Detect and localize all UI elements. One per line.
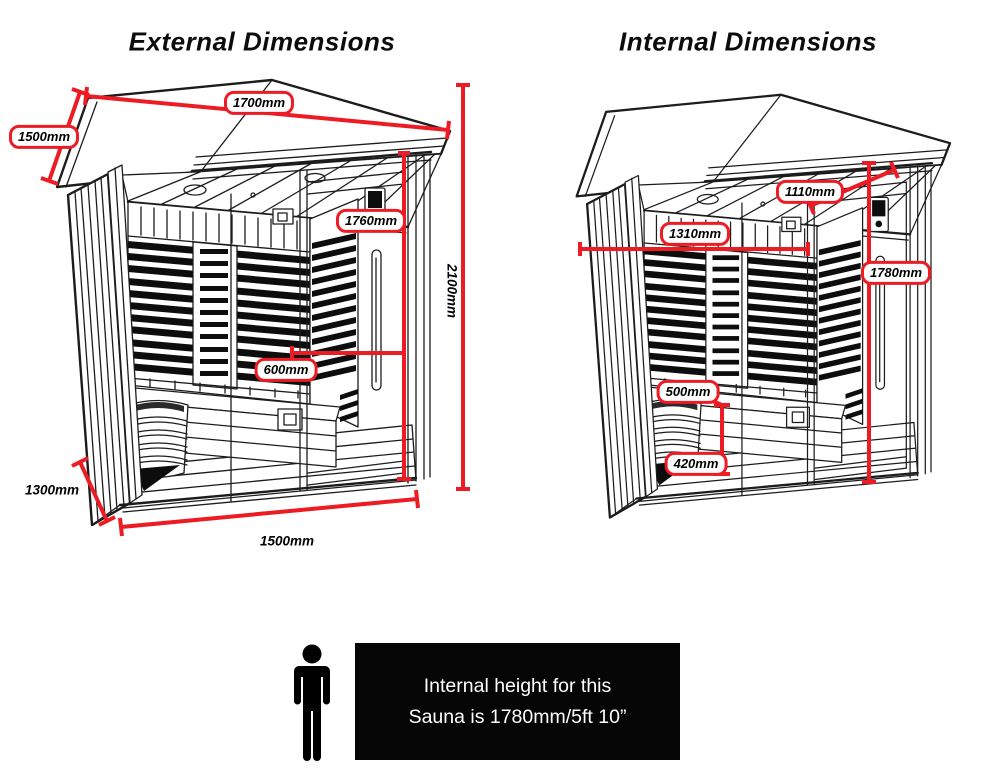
dim-line-base-depth: [71, 456, 116, 527]
dim-label-internal-width: 1310mm: [659, 221, 731, 247]
note-line1: Internal height for this: [423, 675, 612, 698]
dim-label-mid-depth: 600mm: [254, 357, 318, 383]
dim-text-base-depth: 1300mm: [24, 482, 80, 498]
dim-label-upper-bench: 500mm: [656, 379, 720, 405]
internal-height-note: Internal height for this Sauna is 1780mm…: [355, 643, 680, 760]
internal-sauna-illustration: [575, 93, 952, 519]
dim-line-internal-height: [862, 161, 876, 484]
dim-label-lower-bench: 420mm: [664, 451, 728, 477]
dim-label-roof-width: 1700mm: [223, 90, 295, 116]
internal-dimension-lines: [578, 161, 900, 484]
note-line2: Sauna is 1780mm/5ft 10”: [408, 705, 627, 728]
external-dimensions-title: External Dimensions: [128, 26, 396, 57]
person-icon: [294, 644, 330, 761]
dim-label-door-height: 1760mm: [335, 208, 407, 234]
dim-label-roof-slope: 1500mm: [8, 124, 80, 150]
dim-line-door-height: [397, 151, 411, 481]
dim-label-top-depth: 1110mm: [775, 179, 845, 205]
dim-line-internal-width: [578, 242, 810, 256]
dim-line-overall-height: [456, 83, 470, 491]
dim-line-base-width: [118, 489, 420, 537]
dim-text-overall-height: 2100mm: [444, 263, 460, 319]
dim-text-base-width: 1500mm: [259, 533, 315, 549]
dim-label-internal-height: 1780mm: [860, 260, 932, 286]
external-sauna-illustration: [55, 78, 452, 527]
internal-dimensions-title: Internal Dimensions: [619, 26, 877, 57]
